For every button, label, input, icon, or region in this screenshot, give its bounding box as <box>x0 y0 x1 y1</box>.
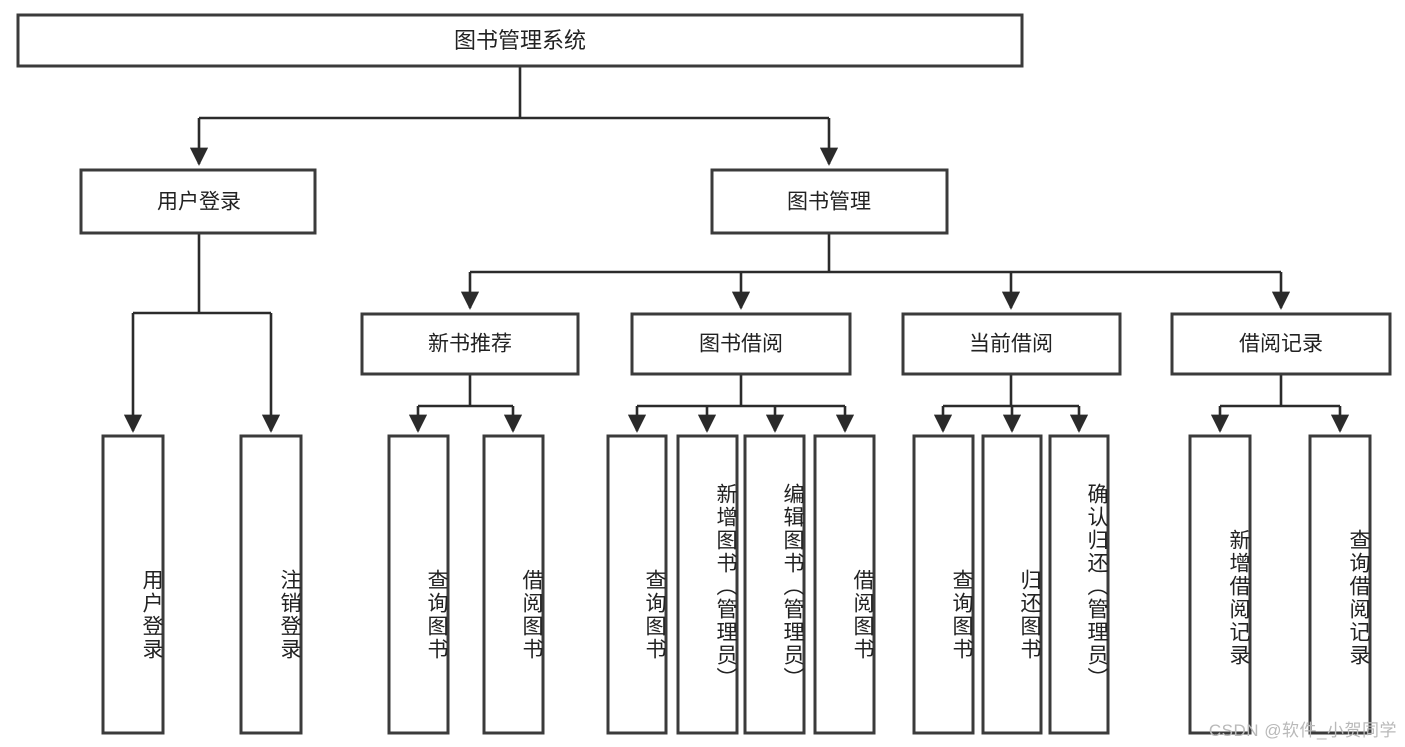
node-current-borrow[interactable]: 当前借阅 <box>901 312 1122 376</box>
node-root[interactable]: 图书管理系统 <box>16 13 1024 68</box>
node-root-box[interactable] <box>16 13 1024 68</box>
leaf-box-2[interactable] <box>239 434 303 735</box>
leaf-box-11[interactable] <box>1048 434 1110 735</box>
leaf-box-5[interactable] <box>606 434 668 735</box>
leaf-box-8[interactable] <box>813 434 876 735</box>
node-user-login-box[interactable] <box>79 168 317 235</box>
leaf-box-9[interactable] <box>912 434 975 735</box>
leaf-box-12[interactable] <box>1188 434 1252 735</box>
node-book-management-label: 图书管理 <box>787 191 871 214</box>
leaf-box-3[interactable] <box>387 434 450 735</box>
node-borrow-record-label: 借阅记录 <box>1239 333 1323 356</box>
node-borrow-record-box[interactable] <box>1170 312 1392 376</box>
node-borrow-record[interactable]: 借阅记录 <box>1170 312 1392 376</box>
node-current-borrow-box[interactable] <box>901 312 1122 376</box>
connectors-new-book-rec-to-leaves <box>408 374 523 433</box>
connectors-user-login-to-leaves <box>123 233 281 433</box>
leaf-box-7[interactable] <box>743 434 806 735</box>
node-new-book-recommend[interactable]: 新书推荐 <box>360 312 580 376</box>
node-book-management[interactable]: 图书管理 <box>710 168 949 235</box>
node-book-borrow[interactable]: 图书借阅 <box>630 312 852 376</box>
leaf-box-13[interactable] <box>1308 434 1372 735</box>
node-new-book-recommend-box[interactable] <box>360 312 580 376</box>
csdn-watermark: CSDN @软件_小贺同学 <box>1208 721 1397 740</box>
leaf-boxes <box>101 434 1372 735</box>
leaf-box-10[interactable] <box>981 434 1043 735</box>
node-user-login[interactable]: 用户登录 <box>79 168 317 235</box>
connectors-book-management-to-level3 <box>460 233 1291 310</box>
node-new-book-recommend-label: 新书推荐 <box>428 333 512 356</box>
node-user-login-label: 用户登录 <box>157 191 241 214</box>
connectors-root-to-level2 <box>189 66 839 166</box>
leaf-box-6[interactable] <box>676 434 739 735</box>
leaf-box-4[interactable] <box>482 434 545 735</box>
node-current-borrow-label: 当前借阅 <box>969 333 1053 356</box>
node-book-borrow-label: 图书借阅 <box>699 333 783 356</box>
connectors-book-borrow-to-leaves <box>627 374 855 433</box>
connectors-borrow-record-to-leaves <box>1210 374 1350 433</box>
node-root-label: 图书管理系统 <box>454 28 586 53</box>
connectors-current-borrow-to-leaves <box>933 374 1089 433</box>
leaf-box-1[interactable] <box>101 434 165 735</box>
node-book-borrow-box[interactable] <box>630 312 852 376</box>
node-book-management-box[interactable] <box>710 168 949 235</box>
